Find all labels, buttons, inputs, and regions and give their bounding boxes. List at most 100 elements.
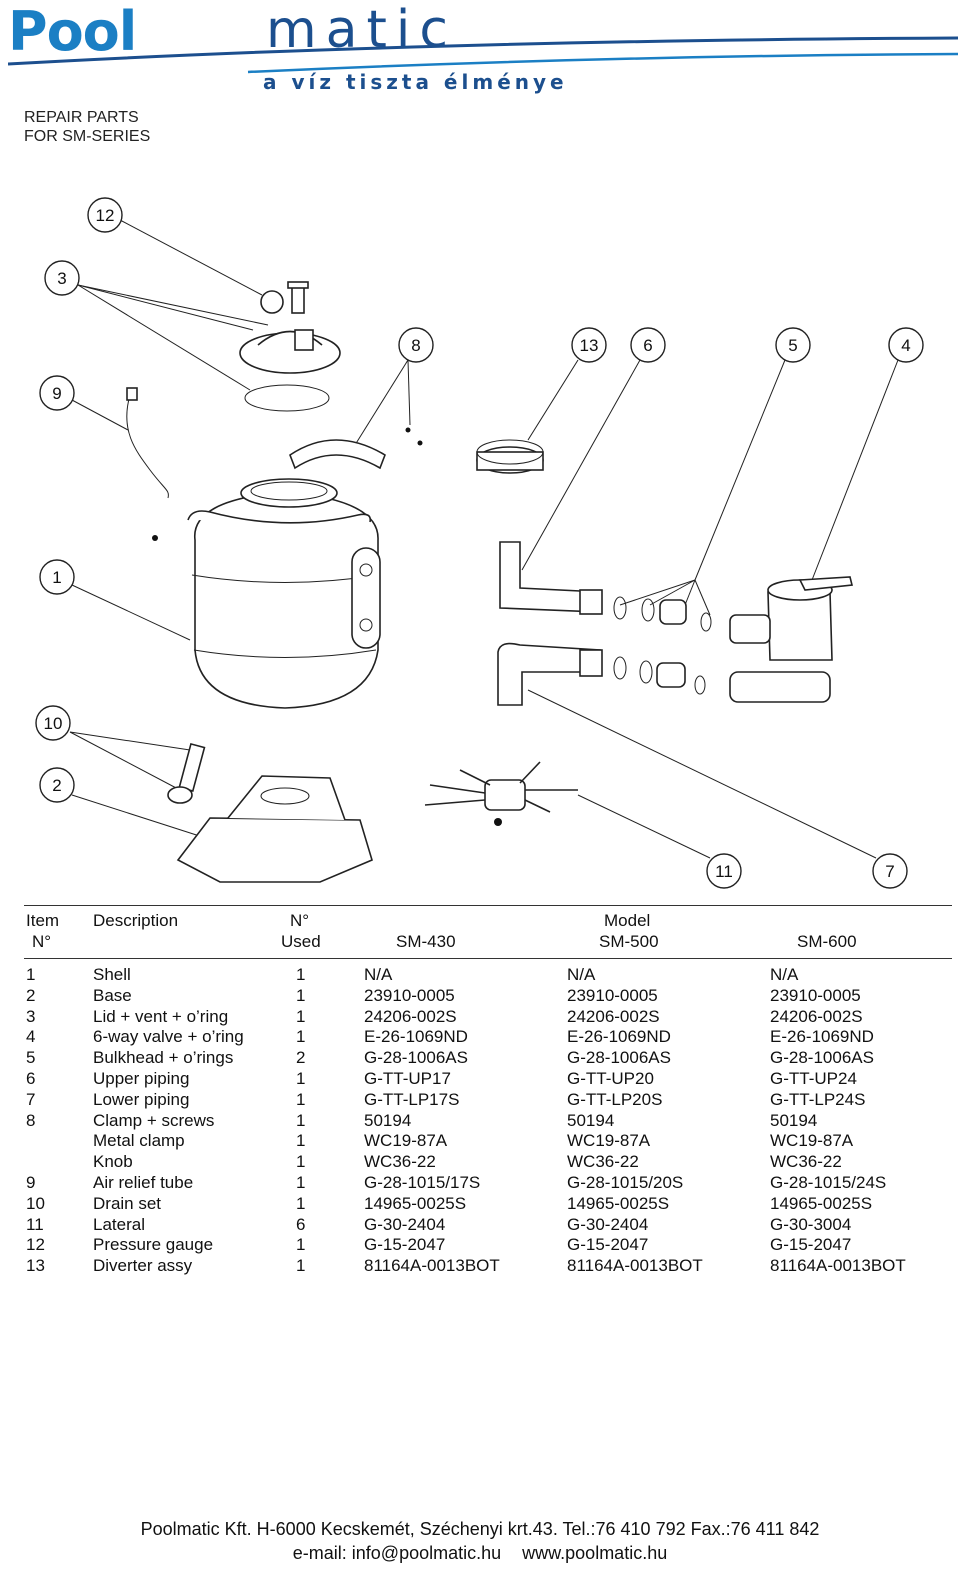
cell-sm430: WC36-22 bbox=[364, 1152, 436, 1172]
cell-item: 10 bbox=[26, 1193, 45, 1213]
laterals-drawing bbox=[424, 761, 578, 826]
cell-item: 8 bbox=[26, 1110, 36, 1130]
cell-sm500: 50194 bbox=[567, 1110, 615, 1130]
cell-sm430: G-30-2404 bbox=[364, 1214, 446, 1234]
cell-sm600: WC36-22 bbox=[770, 1152, 842, 1172]
cell-description: Lower piping bbox=[93, 1089, 190, 1109]
svg-text:9: 9 bbox=[52, 384, 61, 403]
header-model: Model bbox=[604, 911, 651, 930]
cell-used: 1 bbox=[296, 965, 306, 984]
cell-item: 12 bbox=[26, 1235, 45, 1255]
logo-tagline: a víz tiszta élménye bbox=[263, 70, 568, 94]
cell-sm500: WC19-87A bbox=[567, 1131, 651, 1151]
cell-sm500: 81164A-0013BOT bbox=[567, 1256, 703, 1276]
callout-11: 11 bbox=[706, 853, 742, 889]
logo-swoosh bbox=[8, 36, 958, 74]
cell-used: 1 bbox=[296, 1110, 306, 1130]
cell-description: Pressure gauge bbox=[93, 1235, 214, 1255]
cell-description: Base bbox=[93, 985, 132, 1005]
cell-description: Diverter assy bbox=[93, 1256, 193, 1276]
cell-sm600: N/A bbox=[770, 965, 799, 984]
cell-sm600: E-26-1069ND bbox=[770, 1027, 874, 1047]
cell-used: 1 bbox=[296, 1006, 306, 1026]
header-sm600: SM-600 bbox=[797, 932, 857, 951]
title-line-2: FOR SM-SERIES bbox=[24, 128, 151, 145]
cell-description: Air relief tube bbox=[93, 1172, 194, 1192]
logo-pool: Pool bbox=[8, 0, 137, 63]
cell-sm600: WC19-87A bbox=[770, 1131, 854, 1151]
cell-used: 1 bbox=[296, 1193, 306, 1213]
cell-used: 6 bbox=[296, 1214, 306, 1234]
svg-text:1: 1 bbox=[52, 568, 61, 587]
header-used-no: N° bbox=[290, 911, 310, 930]
footer-address: Poolmatic Kft. H-6000 Kecskemét, Széchen… bbox=[140, 1519, 820, 1539]
cell-sm430: E-26-1069ND bbox=[364, 1027, 468, 1047]
cell-sm500: WC36-22 bbox=[567, 1152, 639, 1172]
cell-used: 2 bbox=[296, 1048, 306, 1068]
cell-used: 1 bbox=[296, 985, 306, 1005]
cell-sm600: 50194 bbox=[770, 1110, 818, 1130]
cell-sm600: 24206-002S bbox=[770, 1006, 863, 1026]
cell-description: Shell bbox=[93, 965, 131, 984]
cell-used: 1 bbox=[296, 1089, 306, 1109]
cell-description: Lateral bbox=[93, 1214, 145, 1234]
svg-text:2: 2 bbox=[52, 776, 61, 795]
table-row: 5 Bulkhead + o’rings 2 G-28-1006AS G-28-1006… bbox=[24, 1048, 952, 1069]
cell-sm600: 81164A-0013BOT bbox=[770, 1256, 906, 1276]
svg-text:3: 3 bbox=[57, 269, 66, 288]
cell-item: 4 bbox=[26, 1027, 36, 1047]
svg-text:10: 10 bbox=[44, 714, 63, 733]
cell-sm430: WC19-87A bbox=[364, 1131, 448, 1151]
repair-parts-table: Item N° Description N° Used Model SM-430… bbox=[24, 905, 952, 1277]
header-description: Description bbox=[93, 911, 179, 930]
cell-item: 3 bbox=[26, 1006, 36, 1026]
svg-text:12: 12 bbox=[96, 206, 115, 225]
cell-used: 1 bbox=[296, 1068, 306, 1088]
cell-sm600: 14965-0025S bbox=[770, 1193, 873, 1213]
svg-text:4: 4 bbox=[901, 336, 910, 355]
cell-sm600: 23910-0005 bbox=[770, 985, 861, 1005]
callout-9: 9 bbox=[39, 375, 75, 411]
cell-description: Knob bbox=[93, 1152, 133, 1172]
cell-sm430: G-28-1015/17S bbox=[364, 1172, 481, 1192]
cell-sm600: G-28-1006AS bbox=[770, 1048, 874, 1068]
footer-contact: e-mail: info@poolmatic.hu www.poolmatic.… bbox=[0, 1543, 960, 1564]
poolmatic-logo: Pool matic a víz tiszta élménye bbox=[8, 0, 958, 100]
svg-text:7: 7 bbox=[885, 862, 894, 881]
cell-sm430: G-28-1006AS bbox=[364, 1048, 468, 1068]
callout-12: 12 bbox=[87, 197, 123, 233]
callout-1: 1 bbox=[39, 559, 75, 595]
svg-text:6: 6 bbox=[643, 336, 652, 355]
svg-text:8: 8 bbox=[411, 336, 420, 355]
cell-sm500: E-26-1069ND bbox=[567, 1027, 671, 1047]
header-sm430: SM-430 bbox=[396, 932, 456, 951]
callout-13: 13 bbox=[571, 327, 607, 363]
cell-description: Lid + vent + o’ring bbox=[93, 1006, 229, 1026]
cell-item: 1 bbox=[26, 965, 36, 984]
header-item-no: N° bbox=[32, 932, 52, 951]
cell-sm500: G-28-1015/20S bbox=[567, 1172, 684, 1192]
cell-sm430: 81164A-0013BOT bbox=[364, 1256, 500, 1276]
cell-sm600: G-TT-LP24S bbox=[770, 1089, 866, 1109]
table-header: Item N° Description N° Used Model SM-430… bbox=[24, 905, 952, 959]
callout-2: 2 bbox=[39, 767, 75, 803]
cell-description: Upper piping bbox=[93, 1068, 190, 1088]
cell-sm500: G-15-2047 bbox=[567, 1235, 649, 1255]
footer-email: e-mail: info@poolmatic.hu bbox=[292, 1543, 502, 1563]
cell-sm430: G-TT-LP17S bbox=[364, 1089, 460, 1109]
cell-description: Clamp + screws bbox=[93, 1110, 215, 1130]
cell-sm430: G-TT-UP17 bbox=[364, 1068, 451, 1088]
cell-item: 5 bbox=[26, 1048, 36, 1068]
cell-sm500: N/A bbox=[567, 965, 596, 984]
cell-description: Metal clamp bbox=[93, 1131, 185, 1151]
cell-description: Bulkhead + o’rings bbox=[93, 1048, 234, 1068]
